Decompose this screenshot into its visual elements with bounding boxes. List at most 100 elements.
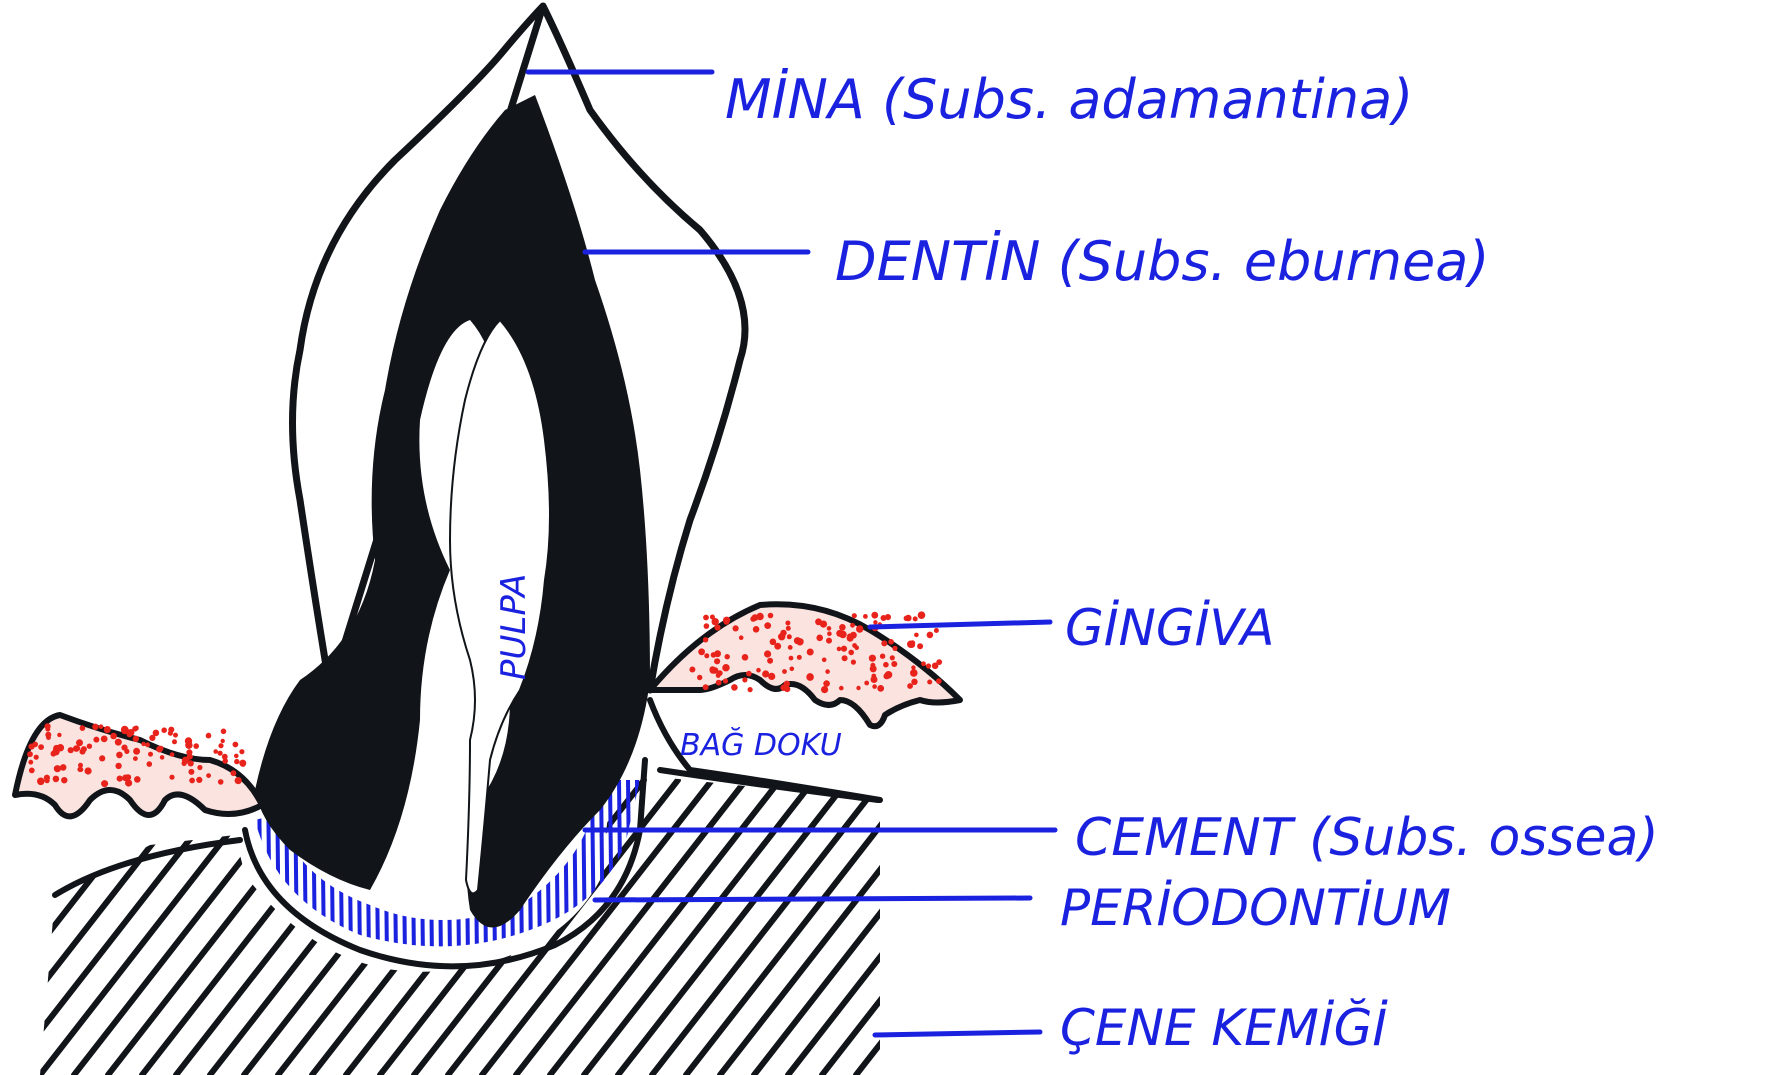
bone-hatch-line [618, 780, 848, 1075]
gingiva-dot [45, 727, 50, 732]
gingiva-dot [132, 726, 138, 732]
gingiva-dot [221, 729, 227, 735]
gingiva-dot [92, 724, 98, 730]
gingiva-dot [149, 735, 155, 741]
leader-line-periodontium [595, 898, 1030, 900]
label-cement: CEMENT (Subs. ossea) [1075, 808, 1659, 868]
gingiva-dot [133, 736, 139, 742]
gingiva-dot [848, 650, 854, 656]
bone-hatch-line [754, 780, 984, 1075]
gingiva-dot [716, 680, 722, 686]
gingiva-dot [780, 684, 787, 691]
gingiva-dot [786, 626, 791, 631]
gingiva-dot [134, 776, 141, 783]
gingiva-dot [133, 756, 138, 761]
gingiva-dot [742, 677, 747, 682]
gingiva-dot [936, 659, 942, 665]
label-mina: MİNA (Subs. adamantina) [725, 68, 1413, 131]
gingiva-dot [787, 634, 792, 639]
gingiva-dot [76, 746, 81, 751]
gingiva-dot [101, 736, 108, 743]
gingiva-dot [189, 778, 195, 784]
gingiva-dot [121, 745, 127, 751]
gingiva-dot [733, 625, 739, 631]
gingiva-dot [133, 748, 140, 755]
gingiva-dot [197, 765, 202, 770]
bone-hatch-line [40, 780, 270, 1075]
gingiva-dot [863, 614, 868, 619]
gingiva-dot [61, 777, 67, 783]
gingiva-dot [839, 686, 844, 691]
gingiva-dot [60, 764, 67, 771]
gingiva-dot [172, 739, 177, 744]
gingiva-dot [127, 731, 133, 737]
gingiva-dot [907, 684, 912, 689]
gingiva-dot [927, 632, 934, 639]
label-gene-kemigi: ÇENE KEMİĞİ [1060, 998, 1388, 1057]
gingiva-dot [714, 658, 720, 664]
bone-hatch-line [0, 780, 134, 1075]
gingiva-dot [185, 742, 192, 749]
gingiva-dot [807, 649, 814, 656]
gingiva-dot [854, 645, 859, 650]
gingiva-dot [57, 744, 64, 751]
gingiva-dot [852, 613, 857, 618]
gingiva-dot [80, 725, 86, 731]
gingiva-dot [794, 637, 801, 644]
gingiva-dot [122, 775, 129, 782]
gingiva-dot [797, 655, 802, 660]
gingiva-dot [739, 635, 744, 640]
gingiva-dot [782, 669, 787, 674]
gingiva-dot [68, 747, 74, 753]
gingiva-dot [148, 752, 153, 757]
bone-hatch-line [856, 780, 1086, 1075]
gingiva-dot [806, 673, 814, 681]
gingiva-dot [827, 626, 832, 631]
gingiva-dot [29, 768, 35, 774]
gingiva-dot [842, 655, 848, 661]
gingiva-dot [697, 675, 702, 680]
periodontium-stroke [619, 780, 621, 960]
gingiva-dot [37, 778, 45, 786]
leader-line-gene-kemigi [875, 1032, 1040, 1035]
gingiva-dot [57, 733, 61, 737]
gingiva-dot [913, 616, 918, 621]
gingiva-dot [218, 779, 224, 785]
gingiva-dot [76, 739, 83, 746]
gingiva-dot [764, 650, 771, 657]
gingiva-dot [790, 667, 795, 672]
gingiva-dot [851, 660, 856, 665]
gingiva-dot [34, 755, 39, 760]
gingiva-dot [841, 646, 847, 652]
gingiva-dot [46, 735, 51, 740]
gingiva-dot [936, 678, 942, 684]
gingiva-dot [703, 637, 708, 642]
gingiva-dot [45, 778, 50, 783]
gingiva-dot [722, 666, 726, 670]
label-dentin: DENTİN (Subs. eburnea) [835, 230, 1489, 293]
gingiva-dot [173, 733, 178, 738]
gingiva-dot [856, 625, 863, 632]
gingiva-dot [764, 622, 771, 629]
label-pulpa: PULPA [494, 574, 534, 680]
gingiva-dot [206, 773, 211, 778]
gingiva-dot [115, 739, 122, 746]
gingiva-dot [218, 751, 223, 756]
gingiva-dot [917, 643, 923, 649]
gingiva-dot [159, 746, 164, 751]
gingiva-dot [864, 681, 869, 686]
gingiva-dot [231, 770, 237, 776]
periodontium-stroke [439, 780, 441, 960]
gingiva-dot [145, 742, 150, 747]
label-bag-doku: BAĞ DOKU [680, 726, 842, 763]
gingiva-dot [53, 776, 60, 783]
gingiva-dot [704, 653, 709, 658]
gingiva-dot [99, 755, 105, 761]
gingiva-dot [872, 684, 877, 689]
gingiva-dot [869, 655, 876, 662]
gingiva-dot [871, 612, 878, 619]
gingiva-dot [767, 658, 773, 664]
gingiva-dot [742, 654, 749, 661]
gingiva-dot [822, 658, 827, 663]
